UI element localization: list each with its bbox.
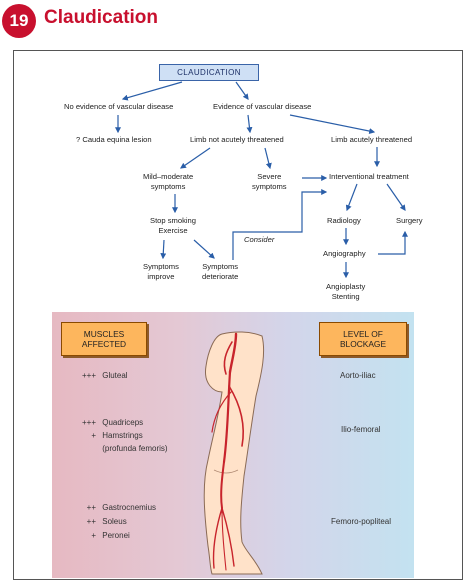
- muscle-name: Quadriceps: [102, 418, 144, 427]
- arrow-stop-to-improve: [160, 239, 167, 260]
- muscle-name: Peronei: [102, 531, 130, 540]
- symptoms-deteriorate-node: Symptoms deteriorate: [202, 262, 238, 282]
- leg-outline: [203, 331, 265, 575]
- improve-line-2: improve: [147, 272, 175, 281]
- chapter-number: 19: [9, 11, 29, 30]
- stop-smoking-node: Stop smoking Exercise: [150, 216, 196, 236]
- deteriorate-line-2: deteriorate: [202, 272, 239, 281]
- mild-line-2: symptoms: [150, 182, 186, 191]
- arrow-deteriorate-to-interventional: [232, 189, 328, 260]
- muscle-row-hamstrings: + Hamstrings: [70, 429, 143, 442]
- knee-crease: [213, 469, 239, 474]
- arrow-not-threatened-to-severe: [264, 147, 272, 170]
- deteriorate-line-1: Symptoms: [202, 262, 239, 271]
- artery-posterior-tibial: [221, 507, 235, 567]
- no-evidence-node: No evidence of vascular disease: [64, 102, 174, 111]
- muscle-level: +: [91, 431, 96, 440]
- muscle-level: +++: [81, 418, 96, 427]
- artery-aorta-iliac: [228, 332, 238, 374]
- muscles-box-line-1: MUSCLES: [83, 328, 125, 339]
- muscle-row-gastrocnemius: ++ Gastrocnemius: [70, 501, 156, 514]
- severe-line-2: symptoms: [252, 182, 287, 191]
- interventional-node: Interventional treatment: [329, 172, 409, 181]
- artery-internal-iliac: [223, 341, 233, 375]
- muscle-row-soleus: ++ Soleus: [70, 515, 127, 528]
- arrow-angiography-to-surgery: [378, 230, 408, 255]
- muscle-name: Hamstrings: [102, 431, 143, 440]
- muscle-level: +++: [81, 371, 96, 380]
- symptoms-improve-node: Symptoms improve: [143, 262, 179, 282]
- arrow-evidence-to-not-threatened: [246, 114, 253, 134]
- cauda-equina-node: ? Cauda equina lesion: [76, 135, 152, 144]
- muscle-level: ++: [86, 517, 96, 526]
- muscle-row-gluteal: +++ Gluteal: [70, 369, 128, 382]
- muscles-box-line-2: AFFECTED: [81, 339, 127, 349]
- mild-line-1: Mild–moderate: [143, 172, 194, 181]
- muscle-row-peronei: + Peronei: [70, 529, 130, 542]
- claudication-box: CLAUDICATION: [159, 64, 259, 81]
- arrow-interventional-to-surgery: [386, 183, 406, 211]
- page-title: Claudication: [44, 7, 159, 28]
- blockage-box-line-1: LEVEL OF: [343, 328, 383, 339]
- chapter-number-badge: 19: [2, 4, 36, 38]
- arrow-root-to-no-evidence: [121, 81, 183, 101]
- angioplasty-line-2: Stenting: [331, 292, 360, 301]
- arrow-interventional-to-radiology: [345, 183, 358, 212]
- muscle-level: +: [91, 531, 96, 540]
- artery-popliteal: [220, 461, 225, 509]
- stop-line-2: Exercise: [158, 226, 188, 235]
- muscle-name: (profunda femoris): [102, 444, 168, 453]
- muscle-row-quadriceps: +++ Quadriceps: [70, 416, 143, 429]
- angioplasty-line-1: Angioplasty: [326, 282, 366, 291]
- angioplasty-node: Angioplasty Stenting: [326, 282, 365, 302]
- level-of-blockage-box: LEVEL OF BLOCKAGE: [319, 322, 407, 356]
- arrow-stop-to-deteriorate: [193, 239, 215, 259]
- arrow-not-threatened-to-mild: [180, 147, 211, 169]
- muscle-name: Soleus: [102, 517, 127, 526]
- radiology-node: Radiology: [327, 216, 361, 225]
- muscle-row-profunda: (profunda femoris): [70, 442, 168, 455]
- blockage-box-line-2: BLOCKAGE: [339, 339, 387, 349]
- improve-line-1: Symptoms: [143, 262, 179, 271]
- muscle-name: Gastrocnemius: [102, 503, 157, 512]
- severe-node: Severe symptoms: [252, 172, 287, 192]
- limb-threatened-node: Limb acutely threatened: [331, 135, 413, 144]
- surgery-node: Surgery: [396, 216, 423, 225]
- severe-line-1: Severe: [257, 172, 282, 181]
- angiography-node: Angiography: [323, 249, 366, 258]
- artery-anterior-tibial: [212, 507, 223, 569]
- blockage-ilio-femoral: Ilio-femoral: [341, 425, 381, 434]
- artery-profunda: [228, 385, 245, 447]
- evidence-node: Evidence of vascular disease: [213, 102, 312, 111]
- artery-branch-lateral: [211, 391, 232, 433]
- muscles-affected-box: MUSCLES AFFECTED: [61, 322, 147, 356]
- limb-not-threatened-node: Limb not acutely threatened: [190, 135, 284, 144]
- stop-line-1: Stop smoking: [150, 216, 197, 225]
- blockage-aorto-iliac: Aorto-iliac: [340, 371, 376, 380]
- muscle-level: ++: [86, 503, 96, 512]
- arrow-root-to-evidence: [235, 81, 249, 100]
- artery-femoral: [222, 370, 232, 464]
- blockage-femoro-popliteal: Femoro-popliteal: [331, 517, 392, 526]
- muscle-name: Gluteal: [102, 371, 128, 380]
- consider-label: Consider: [244, 235, 275, 244]
- mild-moderate-node: Mild–moderate symptoms: [143, 172, 193, 192]
- artery-peroneal: [221, 507, 227, 571]
- arrow-evidence-to-threatened: [289, 114, 376, 134]
